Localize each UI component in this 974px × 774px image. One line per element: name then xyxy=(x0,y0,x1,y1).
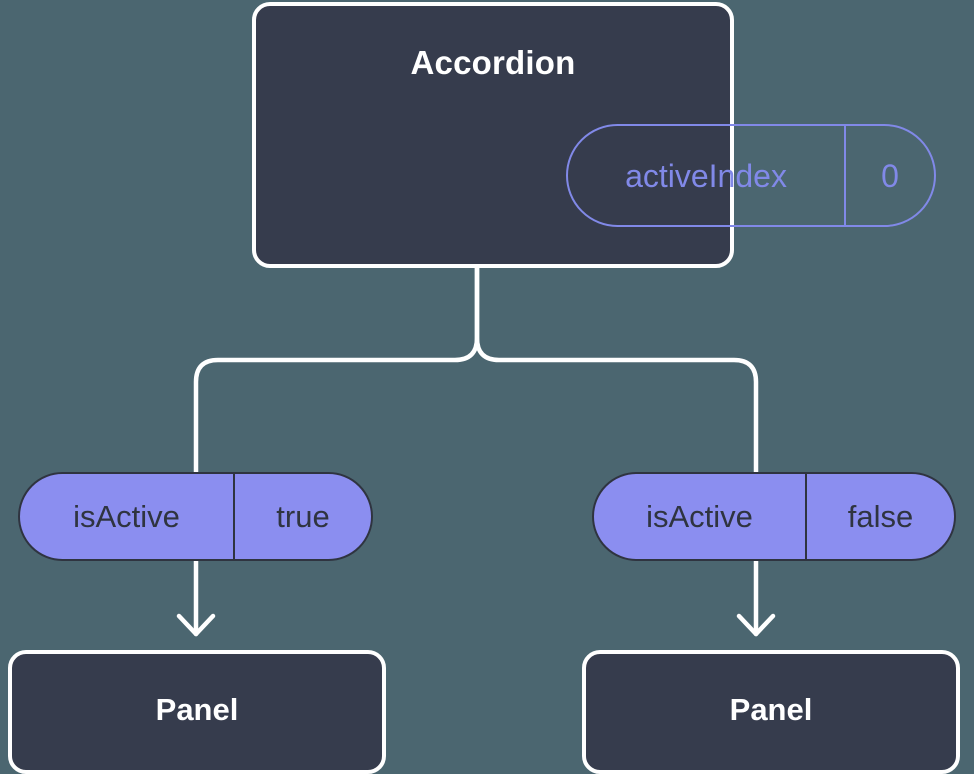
accordion-node[interactable]: Accordion activeIndex 0 xyxy=(252,2,936,268)
prop-pill-right-value: false xyxy=(847,499,914,534)
accordion-state-key: activeIndex xyxy=(568,126,846,225)
prop-pill-left-key: isActive xyxy=(20,474,235,559)
accordion-state-value: 0 xyxy=(881,157,899,194)
prop-pill-left-value: true xyxy=(276,499,330,534)
accordion-node-title: Accordion xyxy=(410,44,576,81)
arrow-left-head-icon xyxy=(176,613,216,637)
panel-node-left-title: Panel xyxy=(155,691,239,727)
prop-pill-left[interactable]: isActive true xyxy=(18,472,373,561)
panel-node-left[interactable]: Panel xyxy=(8,650,386,774)
panel-node-right-title: Panel xyxy=(729,691,813,727)
fork-connector-right xyxy=(474,265,759,475)
fork-connector xyxy=(193,265,480,475)
arrow-right-head-icon xyxy=(736,613,776,637)
panel-node-right[interactable]: Panel xyxy=(582,650,960,774)
prop-pill-right-key: isActive xyxy=(594,474,807,559)
accordion-state-pill[interactable]: activeIndex 0 xyxy=(566,124,936,227)
prop-pill-right[interactable]: isActive false xyxy=(592,472,956,561)
